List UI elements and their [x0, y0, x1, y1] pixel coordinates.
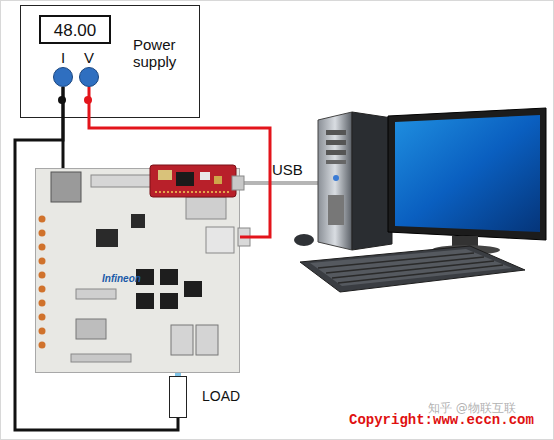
test-pin [39, 230, 46, 237]
node-text: Infineon [102, 273, 141, 285]
board-part [206, 227, 234, 253]
pc-mouse [294, 234, 314, 246]
pc-keyboard [300, 246, 525, 292]
wire [175, 373, 181, 376]
display-readout: 48.00 [39, 15, 111, 44]
wire [89, 87, 270, 237]
voltage-terminal: V [79, 67, 99, 87]
usb-dongle [150, 165, 244, 197]
node-text: I [54, 49, 72, 66]
node-text: Power supply [133, 36, 189, 71]
power-supply-box: Power supply 48.00IV [20, 5, 200, 118]
board-part [71, 354, 131, 362]
platform-watermark: 知乎 @物联互联 [428, 400, 516, 417]
pc-tower [318, 112, 392, 250]
board-part [91, 175, 151, 187]
test-pin [39, 216, 46, 223]
board-part [186, 197, 226, 219]
board-part [76, 289, 116, 299]
test-pin [39, 328, 46, 335]
board-part [184, 281, 202, 297]
board-part [76, 319, 106, 339]
test-pin [39, 272, 46, 279]
current-terminal: I [53, 67, 73, 87]
test-pin [39, 258, 46, 265]
board-part [160, 293, 178, 309]
test-pin [39, 286, 46, 293]
wire [15, 87, 178, 430]
cable-label: USB [272, 161, 303, 178]
node-text: V [80, 49, 98, 66]
infineon-board: Infineon [35, 168, 240, 373]
test-pin [39, 342, 46, 349]
board-part [96, 229, 118, 247]
board-part [136, 293, 154, 309]
node-text: 48.00 [41, 21, 109, 41]
board-components [36, 169, 239, 372]
board-part [160, 269, 178, 285]
node-text: LOAD [202, 388, 240, 404]
test-pin [39, 244, 46, 251]
test-pin [39, 314, 46, 321]
test-pin [39, 300, 46, 307]
pc-monitor [388, 108, 546, 255]
load-box: LOAD [169, 376, 187, 418]
usb-cable [240, 181, 318, 185]
board-part [196, 325, 218, 355]
board-part [51, 172, 81, 202]
board-part [171, 325, 193, 355]
board-part [131, 214, 145, 228]
